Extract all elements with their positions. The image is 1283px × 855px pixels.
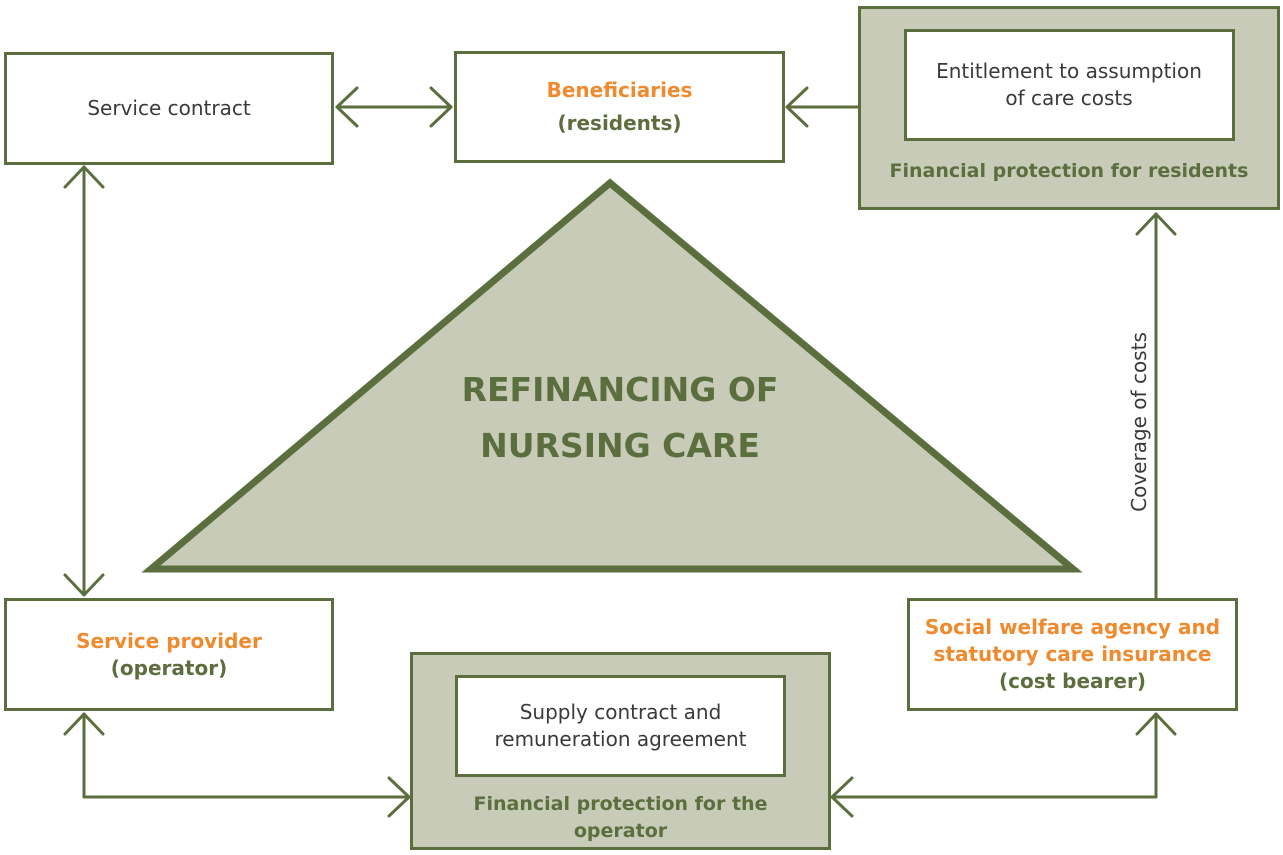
- cost-bearer-title-line-1: Social welfare agency and: [924, 615, 1221, 639]
- beneficiaries-box: Beneficiaries (residents): [454, 51, 785, 163]
- arrow-cost-bearer-to-resident-protection: [1135, 212, 1177, 599]
- service-provider-subtitle: (operator): [110, 655, 228, 680]
- arrow-service-contract-provider: [63, 165, 105, 597]
- center-title-line-2: NURSING CARE: [480, 426, 760, 465]
- arrow-operator-protection-cost-bearer: [830, 712, 1177, 818]
- coverage-of-costs-label: Coverage of costs: [1127, 332, 1151, 512]
- cost-bearer-box: Social welfare agency and statutory care…: [907, 598, 1238, 711]
- operator-protection-box: Supply contract and remuneration agreeme…: [410, 652, 831, 850]
- entitlement-line-2: of care costs: [1005, 86, 1133, 110]
- service-contract-label: Service contract: [87, 96, 251, 120]
- beneficiaries-subtitle: (residents): [557, 111, 682, 135]
- beneficiaries-title: Beneficiaries: [546, 78, 693, 102]
- resident-protection-caption: Financial protection for residents: [889, 160, 1249, 182]
- operator-protection-caption-line-2: operator: [573, 820, 668, 842]
- center-title: REFINANCING OF NURSING CARE: [400, 362, 840, 474]
- supply-contract-box: Supply contract and remuneration agreeme…: [455, 675, 786, 777]
- arrow-service-contract-beneficiaries: [335, 86, 453, 128]
- entitlement-box: Entitlement to assumption of care costs: [903, 29, 1235, 141]
- service-provider-box: Service provider (operator): [4, 598, 334, 711]
- supply-contract-line-1: Supply contract and: [519, 700, 722, 724]
- center-title-line-1: REFINANCING OF: [461, 370, 779, 409]
- supply-contract-line-2: remuneration agreement: [494, 727, 747, 751]
- service-provider-title: Service provider: [76, 628, 262, 653]
- service-contract-box: Service contract: [4, 52, 334, 165]
- entitlement-line-1: Entitlement to assumption: [936, 59, 1202, 83]
- cost-bearer-subtitle: (cost bearer): [999, 669, 1146, 693]
- cost-bearer-title-line-2: statutory care insurance: [933, 642, 1212, 666]
- arrow-provider-operator-protection: [63, 712, 411, 818]
- refinancing-triangle: [141, 178, 1083, 573]
- arrow-resident-protection-to-beneficiaries: [785, 86, 860, 128]
- operator-protection-caption-line-1: Financial protection for the: [473, 793, 768, 815]
- resident-protection-box: Entitlement to assumption of care costs …: [858, 6, 1280, 210]
